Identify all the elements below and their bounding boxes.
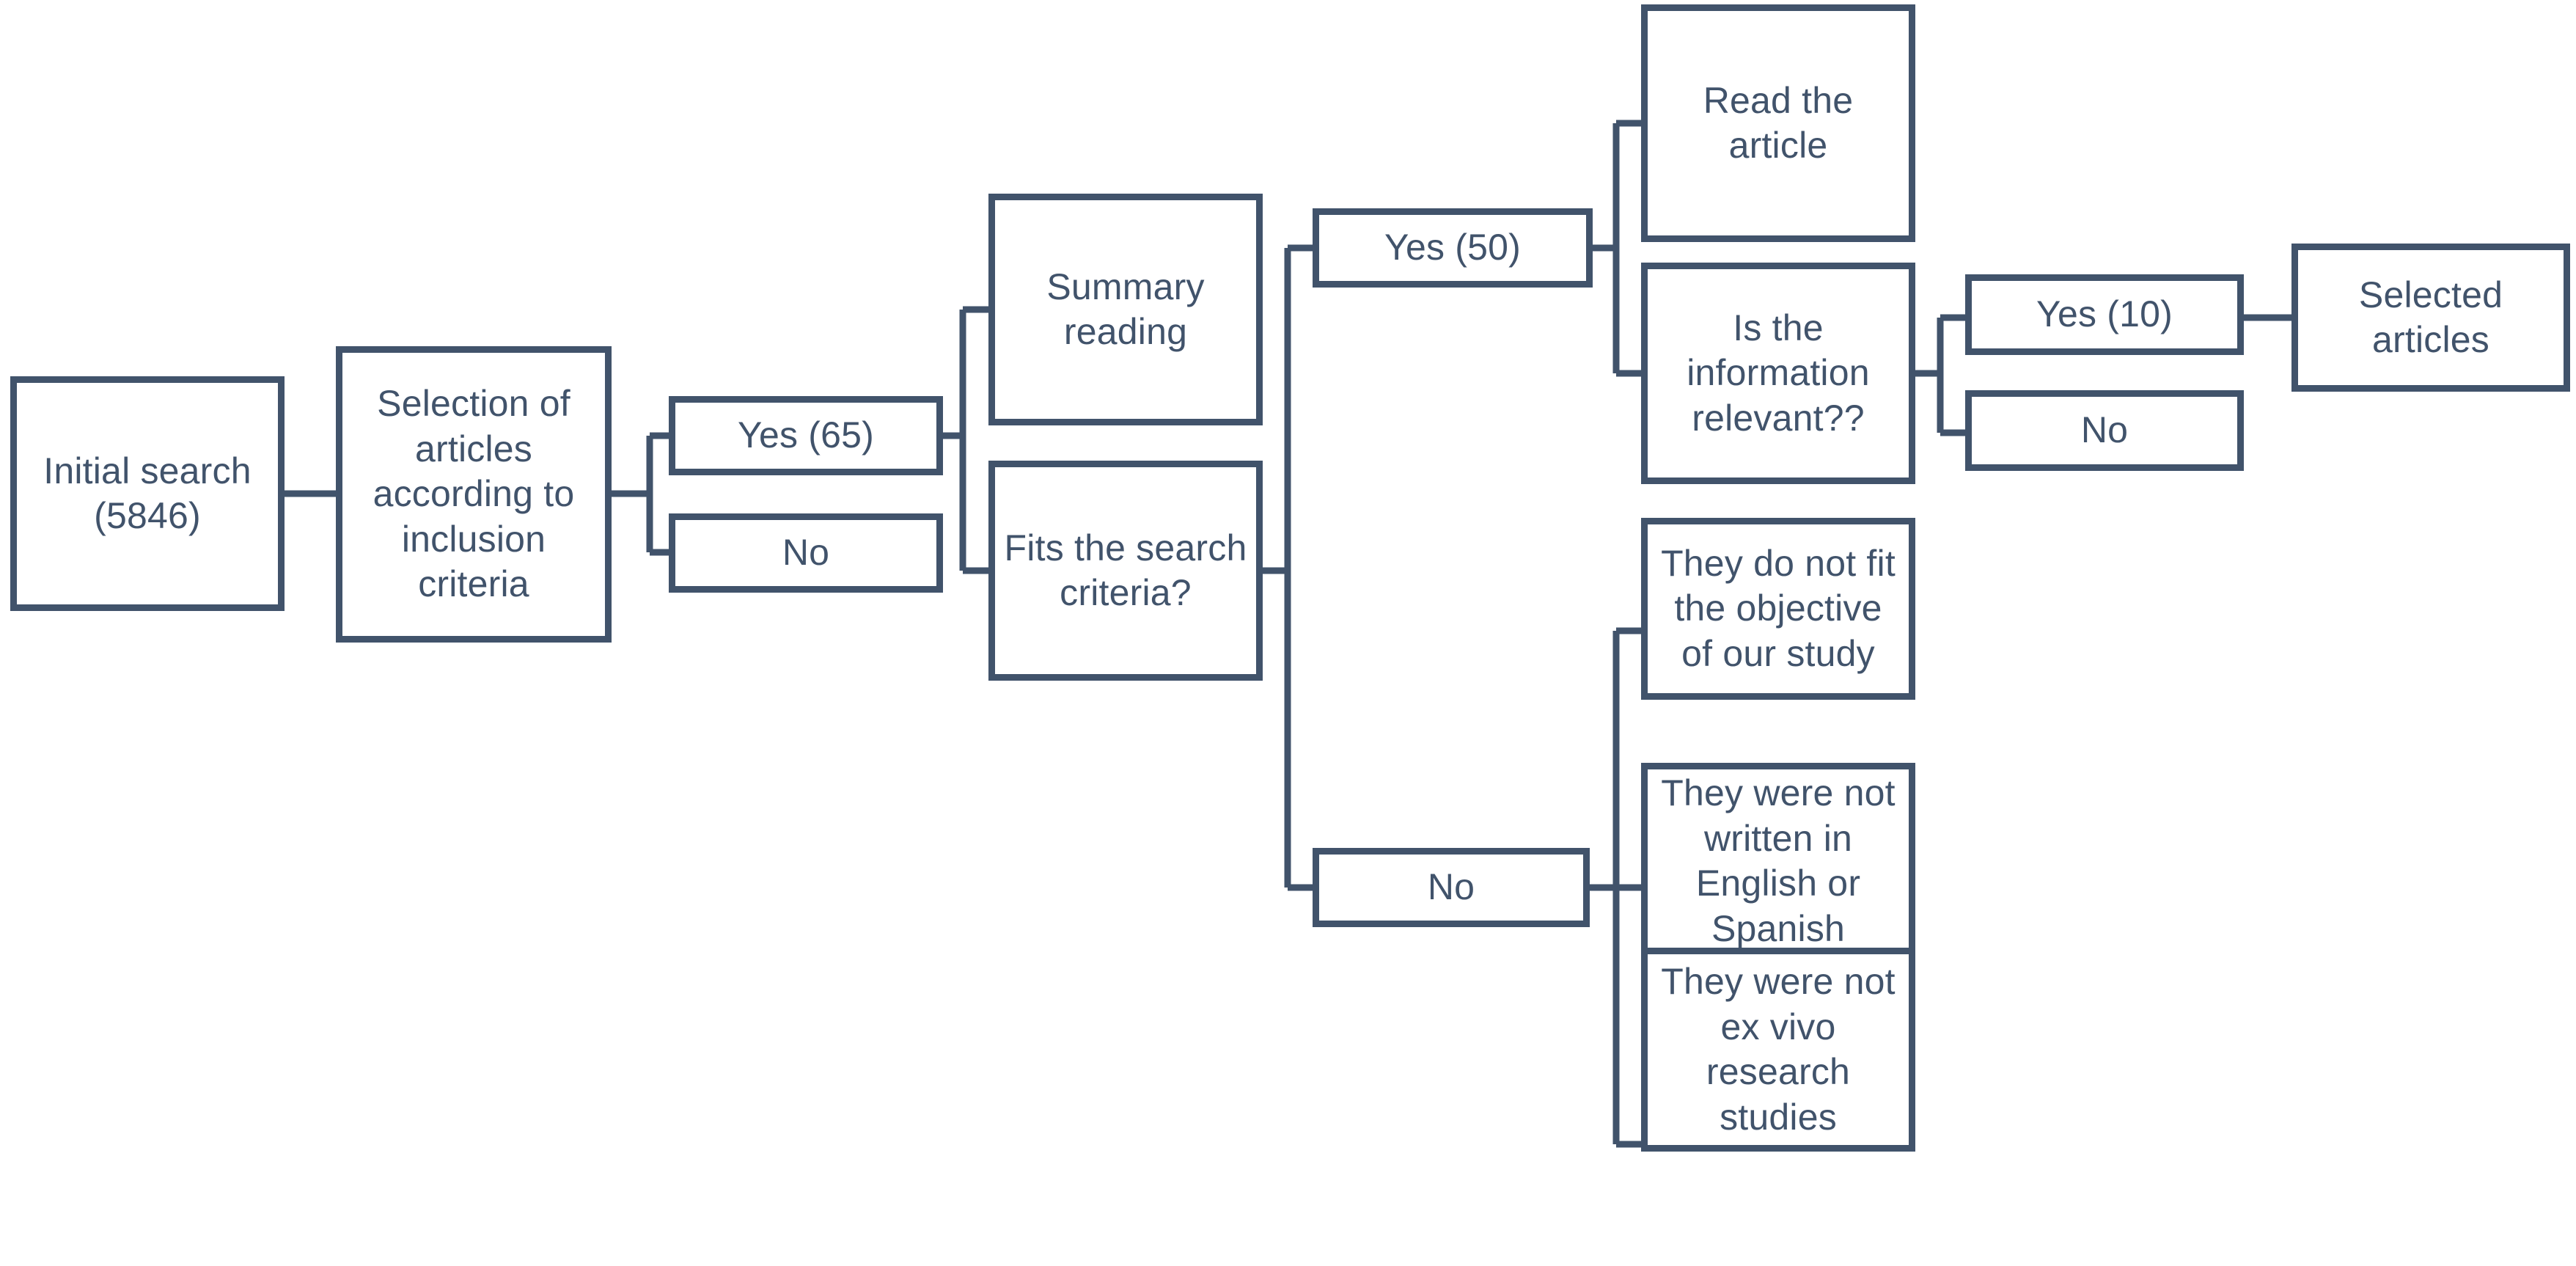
node-initial-search[interactable]: Initial search (5846) xyxy=(10,376,285,611)
node-exclusion-exvivo[interactable]: They were not ex vivo research studies xyxy=(1641,948,1915,1152)
node-selection-criteria[interactable]: Selection of articles according to inclu… xyxy=(336,346,612,643)
node-summary-reading[interactable]: Summary reading xyxy=(988,194,1263,425)
node-yes-50[interactable]: Yes (50) xyxy=(1313,208,1593,288)
node-selected-articles[interactable]: Selected articles xyxy=(2291,244,2570,392)
node-yes-10[interactable]: Yes (10) xyxy=(1965,274,2244,355)
node-exclusion-language[interactable]: They were not written in English or Span… xyxy=(1641,763,1915,959)
node-no-relevant[interactable]: No xyxy=(1965,390,2244,471)
node-no-fits[interactable]: No xyxy=(1313,848,1590,927)
node-read-the-article[interactable]: Read the article xyxy=(1641,4,1915,242)
node-fits-search-criteria[interactable]: Fits the search criteria? xyxy=(988,461,1263,681)
node-exclusion-objective[interactable]: They do not fit the objective of our stu… xyxy=(1641,518,1915,700)
node-no-inclusion[interactable]: No xyxy=(669,513,943,593)
node-yes-65[interactable]: Yes (65) xyxy=(669,396,943,475)
node-is-information-relevant[interactable]: Is the information relevant?? xyxy=(1641,263,1915,484)
